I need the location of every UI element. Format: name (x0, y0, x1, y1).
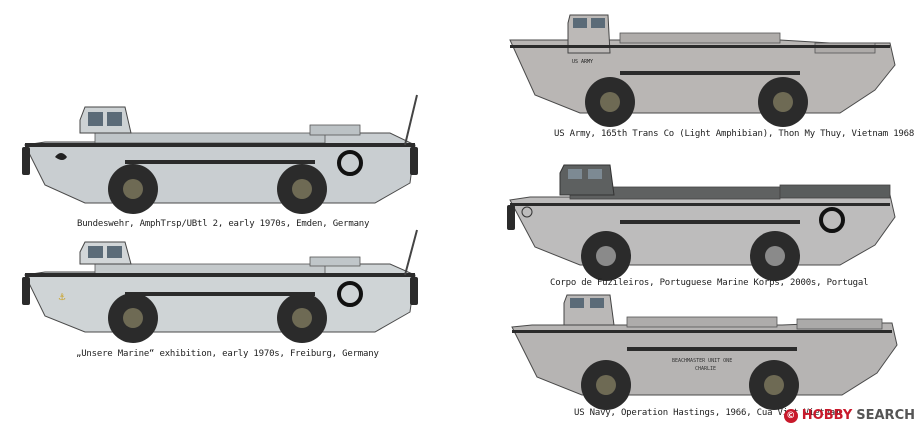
vehicle-panel-4: Corpo de Fuzileiros, Portuguese Marine K… (460, 150, 923, 290)
vehicle-illustration-3: US ARMY (509, 14, 896, 127)
vehicle-illustration-5: BEACHMASTER UNIT ONE CHARLIE (511, 294, 898, 410)
vehicle-illustration-4 (507, 164, 896, 281)
vehicle-caption-5: US Navy, Operation Hastings, 1966, Cua V… (574, 408, 841, 418)
vehicle-caption-4: Corpo de Fuzileiros, Portuguese Marine K… (550, 278, 869, 288)
vehicle-illustration-2: ⚓ (22, 229, 418, 343)
vehicle-caption-1: Bundeswehr, AmphTrsp/UBtl 2, early 1970s… (77, 219, 370, 229)
vehicle-illustration-1 (22, 94, 418, 214)
vehicle-panel-1: Bundeswehr, AmphTrsp/UBtl 2, early 1970s… (0, 0, 460, 235)
vehicle5-marking-1: BEACHMASTER UNIT ONE (672, 358, 732, 364)
vehicle5-marking-2: CHARLIE (695, 366, 716, 372)
vehicle3-hull-marking: US ARMY (572, 59, 593, 65)
hobby-search-logo-icon: © (783, 408, 798, 423)
svg-text:⚓: ⚓ (58, 293, 66, 303)
vehicle-caption-3: US Army, 165th Trans Co (Light Amphibian… (554, 129, 915, 139)
vehicle-panel-5: BEACHMASTER UNIT ONE CHARLIE US Navy, Op… (460, 290, 923, 427)
vehicle-panel-3: US ARMY US Army, 165th Trans Co (Light A… (460, 0, 923, 150)
vehicle-panel-2: ⚓ „Unsere Marine“ exhibition, early 1970… (0, 229, 460, 427)
vehicle-caption-2: „Unsere Marine“ exhibition, early 1970s,… (76, 349, 379, 359)
hobby-search-watermark: © HOBBY SEARCH (783, 408, 915, 423)
watermark-search: SEARCH (856, 408, 915, 423)
watermark-hobby: HOBBY (801, 408, 853, 423)
